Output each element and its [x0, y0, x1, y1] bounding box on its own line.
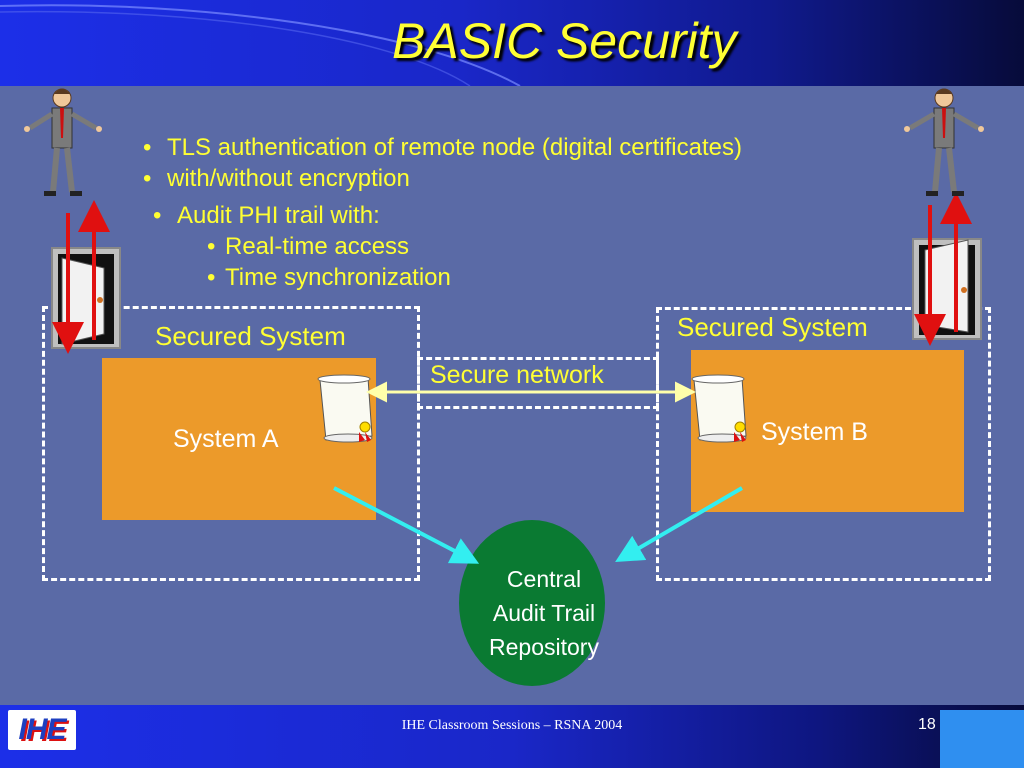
bullet-text: Real-time access [225, 233, 410, 260]
header-swoosh [0, 4, 521, 86]
door-left-icon [51, 247, 121, 349]
diagram-graphics [24, 88, 984, 564]
footer-corner-box [940, 710, 1024, 768]
bullet-text: TLS authentication of remote node (digit… [167, 134, 742, 161]
bullet-dot: • [143, 134, 152, 161]
audit-link-b [615, 486, 744, 563]
person-right-icon [904, 88, 984, 196]
list-item: • Audit PHI trail with: [153, 200, 380, 231]
bullet-dot: • [207, 233, 216, 260]
bullet-text: Audit PHI trail with: [177, 202, 380, 229]
repository-line: Repository [489, 634, 599, 660]
bullet-text: Time synchronization [225, 264, 451, 291]
bullet-sub-list: • Real-time access • Time synchronizatio… [207, 231, 451, 293]
secured-system-a-label: Secured System [155, 321, 346, 351]
repository-line: Central [506, 566, 582, 592]
system-a-label: System A [173, 425, 279, 453]
bullet-dot: • [153, 202, 162, 229]
bullet-dot: • [207, 264, 216, 291]
list-item: • with/without encryption [143, 163, 742, 194]
list-item: • TLS authentication of remote node (dig… [143, 132, 742, 163]
footer-bar [0, 705, 1024, 768]
list-item: • Real-time access [207, 231, 451, 262]
certificate-scroll-b-icon [691, 374, 747, 443]
door-right-icon [912, 238, 982, 340]
certificate-scroll-a-icon [317, 374, 373, 443]
secured-system-a-boundary [42, 306, 420, 581]
ihe-logo-text: IHE [18, 713, 66, 746]
secured-system-b-label: Secured System [677, 312, 868, 342]
footer-text: IHE Classroom Sessions – RSNA 2004 [401, 718, 623, 733]
list-item: • Time synchronization [207, 262, 451, 293]
audit-link-a [333, 486, 480, 564]
page-number: 18 [918, 716, 936, 733]
bullet-text: with/without encryption [167, 165, 410, 192]
secured-system-b-boundary [656, 307, 991, 581]
bullet-dot: • [143, 165, 152, 192]
central-audit-repository [459, 520, 605, 686]
system-b-label: System B [761, 418, 868, 446]
page-title: BASIC Security [392, 13, 737, 69]
ihe-logo: IHE [8, 710, 76, 750]
central-audit-repository-label: Central Audit Trail Repository [459, 562, 629, 664]
bullet-list-main: • TLS authentication of remote node (dig… [143, 132, 742, 194]
header-bar: BASIC Security [0, 0, 1024, 86]
person-left-icon [24, 88, 102, 196]
bullet-audit: • Audit PHI trail with: [153, 200, 380, 231]
repository-line: Audit Trail [492, 600, 596, 626]
